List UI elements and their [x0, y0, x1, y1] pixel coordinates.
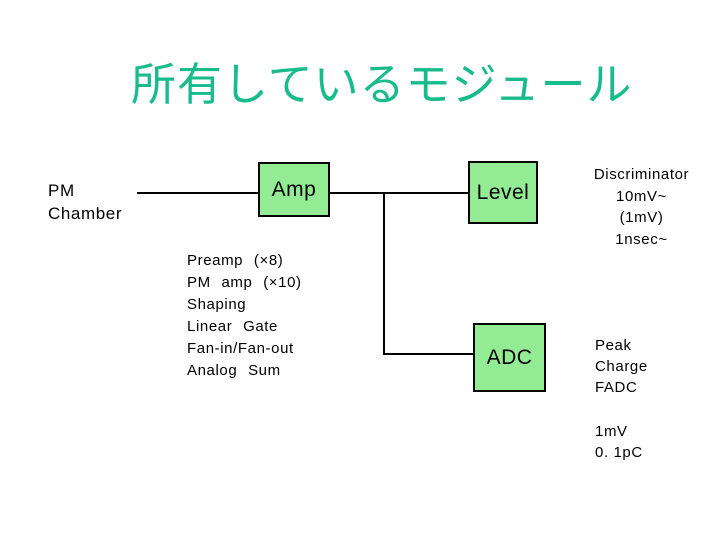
- level-note-item: (1mV): [619, 209, 664, 226]
- level-note-item: 1nsec~: [615, 230, 668, 248]
- pm-chamber-label-line1: PM: [48, 181, 75, 200]
- adc-type-notes: Peak Charge FADC: [595, 335, 648, 398]
- amp-detail-item: Analog Sum: [187, 362, 281, 379]
- adc-type-item: Peak: [595, 337, 632, 354]
- amp-detail-item: Fan-in/Fan-out: [187, 340, 294, 357]
- connector-amp-to-level: [330, 192, 468, 194]
- connector-pm-to-amp: [137, 192, 258, 194]
- amp-module-label: Amp: [271, 177, 317, 201]
- amp-detail-item: Preamp (×8): [187, 252, 284, 269]
- slide-title: 所有しているモジュール: [131, 59, 633, 110]
- pm-chamber-label: PM Chamber: [48, 179, 122, 225]
- adc-module-box: ADC: [473, 323, 546, 392]
- level-module-label: Level: [476, 180, 530, 204]
- level-discriminator-notes: Discriminator 10mV~ (1mV) 1nsec~: [570, 164, 713, 250]
- amp-detail-item: Shaping: [187, 296, 247, 313]
- level-note-item: 10mV~: [616, 187, 667, 205]
- adc-spec-item: 1mV: [595, 423, 628, 440]
- adc-type-item: FADC: [595, 379, 638, 396]
- amp-module-box: Amp: [258, 162, 330, 217]
- pm-chamber-label-line2: Chamber: [48, 204, 123, 223]
- amp-detail-item: Linear Gate: [187, 318, 278, 335]
- connector-branch-to-adc: [383, 353, 473, 355]
- level-note-item: Discriminator: [593, 166, 690, 183]
- connector-branch-vertical: [383, 192, 385, 354]
- adc-module-label: ADC: [486, 345, 533, 369]
- adc-spec-item: 0. 1pC: [595, 444, 643, 461]
- amp-detail-item: PM amp (×10): [187, 274, 302, 291]
- amp-details-list: Preamp (×8) PM amp (×10) Shaping Linear …: [187, 250, 302, 382]
- adc-type-item: Charge: [595, 358, 648, 375]
- adc-spec-notes: 1mV 0. 1pC: [595, 421, 643, 463]
- level-module-box: Level: [468, 161, 538, 224]
